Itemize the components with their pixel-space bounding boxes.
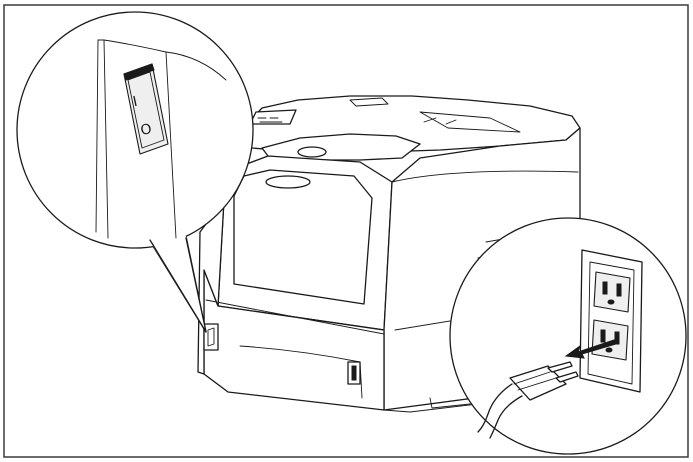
- power-plug-callout: [449, 217, 687, 455]
- power-switch-callout: I O: [16, 11, 254, 333]
- control-panel: [249, 109, 297, 125]
- bypass-tray-handle: [265, 175, 311, 189]
- unplug-arrow: [564, 339, 617, 359]
- output-tray-slot: [419, 111, 521, 133]
- outlet-upper: [593, 271, 631, 313]
- outlet-upper-slot-right: [616, 283, 622, 297]
- printer-illustration: [197, 95, 581, 413]
- top-vent: [349, 97, 389, 107]
- power-cord: [477, 383, 513, 433]
- outlet-lower: [591, 319, 629, 361]
- frame-border: [3, 4, 689, 458]
- outlet-upper-slot-left: [602, 281, 608, 295]
- outlet-lower-slot-right: [614, 331, 620, 345]
- plug-prong-upper: [547, 361, 573, 373]
- plug-callout-circle: [449, 217, 687, 455]
- outlet-lower-slot-left: [600, 329, 606, 343]
- plug-prong-lower: [555, 371, 579, 383]
- switch-off-symbol: O: [139, 121, 153, 139]
- cover-handle: [297, 146, 327, 158]
- printer-power-switch: [203, 323, 219, 351]
- switch-on-symbol: I: [131, 94, 138, 111]
- power-plug: [509, 365, 567, 401]
- bypass-tray-door: [233, 169, 373, 305]
